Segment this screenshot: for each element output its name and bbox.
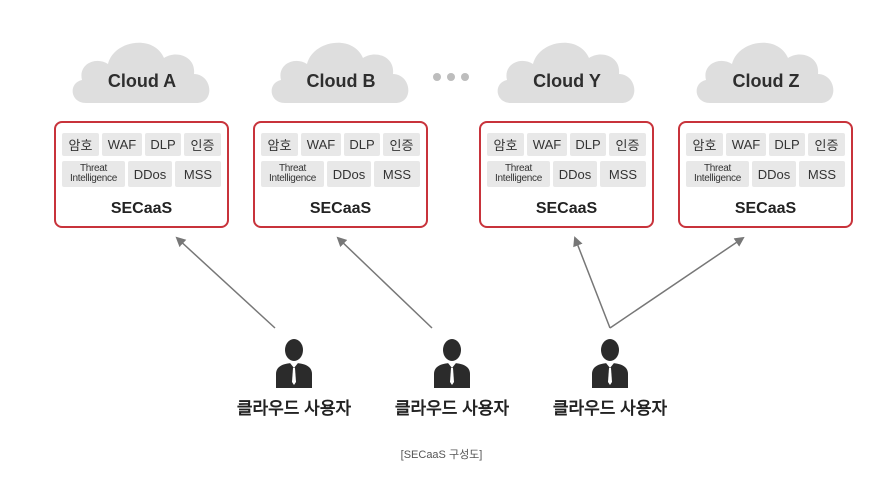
user-label: 클라우드 사용자 bbox=[236, 399, 352, 418]
user-label: 클라우드 사용자 bbox=[552, 399, 668, 418]
cloud-user-2: 클라우드 사용자 bbox=[377, 338, 527, 419]
person-icon bbox=[276, 339, 312, 388]
cell-mss: MSS bbox=[175, 161, 221, 187]
cell-dlp: DLP bbox=[769, 133, 805, 156]
cell-dlp: DLP bbox=[145, 133, 181, 156]
person-icon bbox=[434, 339, 470, 388]
user-label: 클라우드 사용자 bbox=[394, 399, 510, 418]
cloud-name: Cloud Z bbox=[732, 71, 800, 91]
cloud-icon bbox=[497, 42, 635, 103]
arrow-user1-cloud-a bbox=[175, 236, 276, 329]
cell-ddos: DDos bbox=[327, 161, 371, 187]
cloud-y: Cloud Y bbox=[489, 28, 645, 108]
cloud-user-3: 클라우드 사용자 bbox=[535, 338, 685, 419]
secaas-label: SECaaS bbox=[309, 200, 372, 217]
cell-dlp: DLP bbox=[344, 133, 380, 156]
cell-encryption: 암호 bbox=[261, 133, 298, 156]
cell-auth: 인증 bbox=[383, 133, 420, 156]
cloud-b: Cloud B bbox=[263, 28, 419, 108]
cloud-user-1: 클라우드 사용자 bbox=[219, 338, 369, 419]
cloud-name: Cloud Y bbox=[533, 71, 601, 91]
cell-waf: WAF bbox=[527, 133, 567, 156]
arrow-user3-cloud-y bbox=[573, 236, 611, 329]
cell-waf: WAF bbox=[301, 133, 341, 156]
cell-ddos: DDos bbox=[128, 161, 172, 187]
secaas-label: SECaaS bbox=[535, 200, 598, 217]
cell-dlp: DLP bbox=[570, 133, 606, 156]
cloud-z: Cloud Z bbox=[688, 28, 844, 108]
cell-mss: MSS bbox=[600, 161, 646, 187]
cloud-icon bbox=[72, 42, 210, 103]
person-icon bbox=[592, 339, 628, 388]
cell-ddos: DDos bbox=[752, 161, 796, 187]
cell-encryption: 암호 bbox=[487, 133, 524, 156]
cell-encryption: 암호 bbox=[686, 133, 723, 156]
cell-mss: MSS bbox=[799, 161, 845, 187]
cloud-name: Cloud A bbox=[107, 71, 177, 91]
ellipsis-dots bbox=[433, 68, 477, 81]
secaas-label: SECaaS bbox=[110, 200, 173, 217]
figure-caption: [SECaaS 구성도] bbox=[400, 449, 483, 461]
cell-auth: 인증 bbox=[609, 133, 646, 156]
cloud-icon bbox=[696, 42, 834, 103]
arrow-user3-cloud-z bbox=[609, 236, 745, 329]
cell-encryption: 암호 bbox=[62, 133, 99, 156]
cell-ddos: DDos bbox=[553, 161, 597, 187]
cloud-icon bbox=[271, 42, 409, 103]
cloud-name: Cloud B bbox=[306, 71, 376, 91]
cloud-a: Cloud A bbox=[64, 28, 220, 108]
cell-waf: WAF bbox=[726, 133, 766, 156]
cell-mss: MSS bbox=[374, 161, 420, 187]
secaas-label: SECaaS bbox=[734, 200, 797, 217]
cell-waf: WAF bbox=[102, 133, 142, 156]
arrow-user2-cloud-b bbox=[336, 236, 433, 329]
cell-auth: 인증 bbox=[808, 133, 845, 156]
cell-auth: 인증 bbox=[184, 133, 221, 156]
